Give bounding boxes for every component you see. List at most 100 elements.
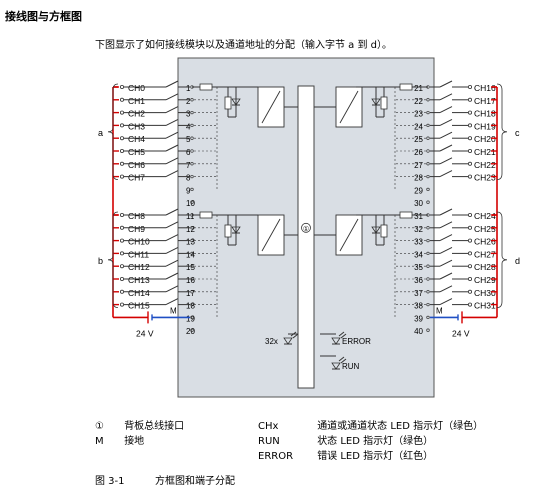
led-32x-icon-ray	[292, 333, 299, 339]
channel-dot	[120, 161, 125, 166]
channel-dot	[120, 276, 125, 281]
terminal-point	[190, 315, 194, 320]
channel-dot	[467, 148, 472, 153]
channel-label-right: CH21	[474, 147, 496, 157]
led-run-label: RUN	[342, 362, 360, 371]
intro-text: 下图显示了如何接线模块以及通道地址的分配（输入字节 a 到 d）。	[95, 40, 393, 51]
terminal-number: 8	[186, 174, 191, 183]
channel-label-left: CH2	[128, 109, 145, 119]
channel-switch	[439, 157, 453, 165]
channel-label-right: CH26	[474, 237, 496, 247]
channel-label-right: CH27	[474, 249, 496, 259]
terminal-point	[190, 290, 194, 294]
channel-switch	[439, 259, 453, 267]
diode	[231, 98, 241, 106]
led-run-icon-ray	[338, 356, 345, 362]
terminal-number: 37	[414, 289, 423, 298]
terminal-number: 14	[186, 250, 195, 259]
legend-symbol: ①	[95, 421, 104, 432]
input-resistor	[399, 211, 413, 219]
channel-label-right: CH16	[474, 83, 496, 93]
legend-symbol: M	[95, 436, 104, 447]
led-error-icon	[331, 337, 341, 345]
legend-row-backplane: ① 背板总线接口	[95, 417, 184, 432]
terminal-number: 24	[414, 122, 423, 131]
channel-dot	[467, 212, 472, 217]
terminal-point	[190, 123, 194, 128]
diode	[371, 98, 381, 106]
channel-label-right: CH30	[474, 288, 496, 298]
terminal-point	[426, 328, 430, 332]
terminal-point	[190, 226, 194, 230]
terminal-point	[190, 149, 194, 153]
channel-switch	[439, 285, 453, 293]
channel-label-left: CH9	[128, 224, 145, 234]
channel-dot	[120, 174, 125, 179]
terminal-number: 23	[414, 110, 423, 119]
channel-dot	[467, 110, 472, 115]
channel-switch	[165, 285, 179, 293]
legend-row-chx: CHx 通道或通道状态 LED 指示灯（绿色）	[258, 417, 483, 432]
terminal-point	[426, 277, 430, 281]
terminal-point	[426, 315, 430, 320]
legend-symbol: RUN	[258, 436, 280, 447]
optocoupler	[335, 86, 363, 128]
channel-label-right: CH28	[474, 262, 496, 272]
terminal-number: 19	[186, 314, 195, 323]
terminal-number: 28	[414, 174, 423, 183]
terminal-point	[426, 174, 430, 179]
channel-switch	[165, 144, 179, 152]
legend-row-error: ERROR 错误 LED 指示灯（红色）	[258, 447, 433, 462]
channel-switch	[165, 221, 179, 229]
terminal-number: 4	[186, 122, 191, 131]
channel-dot	[467, 136, 472, 141]
channel-dot	[120, 289, 125, 294]
channel-dot	[120, 110, 125, 115]
led-error-icon-ray	[338, 331, 345, 337]
channel-switch	[165, 131, 179, 139]
terminal-number: 2	[186, 97, 191, 106]
channel-dot	[120, 97, 125, 102]
channel-dot	[120, 302, 125, 307]
channel-switch	[165, 170, 179, 178]
terminal-number: 10	[186, 199, 195, 208]
channel-label-right: CH20	[474, 134, 496, 144]
figure-caption: 方框图和端子分配	[155, 476, 235, 487]
legend-text: 通道或通道状态 LED 指示灯（绿色）	[317, 421, 484, 432]
optocoupler-diagonal	[339, 218, 359, 252]
input-resistor	[199, 83, 213, 91]
channel-switch	[165, 118, 179, 126]
channel-label-right: CH18	[474, 109, 496, 119]
terminal-number: 38	[414, 302, 423, 311]
terminal-number: 34	[414, 250, 423, 259]
channel-label-left: CH7	[128, 173, 145, 183]
channel-label-right: CH31	[474, 301, 496, 311]
terminal-number: 18	[186, 302, 195, 311]
terminal-point	[190, 238, 194, 243]
diode	[231, 226, 241, 234]
terminal-number: 30	[414, 199, 423, 208]
channel-dot	[467, 174, 472, 179]
channel-dot	[467, 225, 472, 230]
channel-dot	[120, 136, 125, 141]
terminal-number: 11	[186, 212, 195, 221]
terminal-point	[426, 162, 430, 166]
bias-resistor	[224, 224, 232, 238]
terminal-point	[190, 328, 194, 332]
led-run-icon	[331, 362, 341, 370]
channel-switch	[439, 246, 453, 254]
channel-switch	[439, 93, 453, 101]
ground-label-right: M	[436, 306, 443, 315]
channel-switch	[439, 80, 453, 88]
terminal-point	[190, 174, 194, 179]
channel-label-left: CH5	[128, 147, 145, 157]
channel-switch	[439, 144, 453, 152]
terminal-number: 5	[186, 135, 191, 144]
terminal-point	[426, 187, 430, 192]
terminal-point	[190, 264, 194, 268]
channel-label-left: CH10	[128, 237, 150, 247]
terminal-point	[426, 238, 430, 243]
channel-label-left: CH1	[128, 96, 145, 106]
terminal-number: 3	[186, 110, 191, 119]
